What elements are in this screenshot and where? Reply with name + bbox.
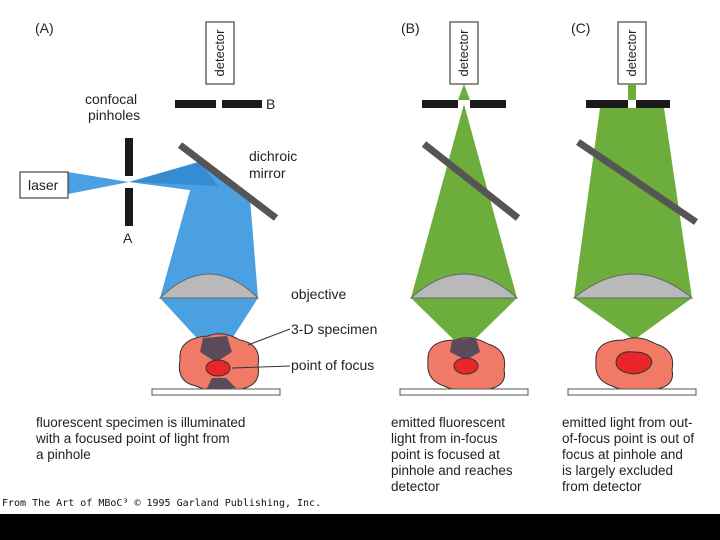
pinhole-plate-b-right [222,100,262,108]
pinhole-plate-a-top [125,138,133,176]
specimen-pointer [247,328,291,346]
caption-b-line-4: pinhole and reaches [391,463,513,478]
caption-c-line-3: focus at pinhole and [562,447,683,462]
pinhole-plate-c-left [586,100,628,108]
caption-a-line-2: with a focused point of light from [35,431,230,446]
focus-pointer [231,365,291,369]
figure-panel: (A) detector B confocal pinholes laser [0,0,720,514]
caption-c-line-1: emitted light from out- [562,415,693,430]
confocal-pinholes-label-1: confocal [85,91,137,107]
caption-b-line-3: point is focused at [391,447,500,462]
detector-box-c [617,21,647,85]
objective-lens-a [158,273,260,299]
caption-b-line-1: emitted fluorescent [391,415,505,430]
pinhole-a-label: A [123,230,133,246]
focus-region-c [615,351,653,375]
slide-c [567,388,697,396]
dichroic-mirror-label-1: dichroic [249,148,297,164]
green-light-converging-c [574,298,692,340]
dichroic-mirror-c [576,139,698,225]
pinhole-plate-a-bottom [125,188,133,226]
pinhole-plate-b-left [175,100,216,108]
pinhole-plate-c-right [636,100,670,108]
caption-b-line-2: light from in-focus [391,431,498,446]
pinhole-plate-b2-left [422,100,458,108]
laser-box [19,171,69,199]
panel-b-label: (B) [401,20,420,36]
caption-b-line-5: detector [391,479,440,494]
caption-c-line-2: of-focus point is out of [562,431,694,446]
pinhole-plate-b2-right [470,100,506,108]
confocal-diagram: (A) detector B confocal pinholes laser [19,20,698,494]
laser-label: laser [28,177,59,193]
pinhole-b-label: B [266,96,275,112]
detector-box-a [205,21,235,85]
objective-lens-c [572,273,694,299]
specimen-cone-bottom-a [206,378,236,390]
focus-point-b [453,357,479,375]
credit-line: From The Art of MBoC³ © 1995 Garland Pub… [2,498,322,509]
green-light-to-detector-b [458,84,470,100]
detector-label-a: detector [212,29,227,77]
slide-b [399,388,529,396]
detector-box-b [449,21,479,85]
dichroic-mirror-b [421,141,521,221]
blue-light-upper [129,162,218,186]
confocal-pinholes-label-2: pinholes [88,107,140,123]
green-light-to-detector-c [628,84,636,100]
blue-light-cone [160,162,258,298]
panel-a-label: (A) [35,20,54,36]
blue-light-converging [160,298,258,348]
specimen-label: 3-D specimen [291,321,377,337]
detector-label-c: detector [624,29,639,77]
dichroic-mirror-label-2: mirror [249,165,286,181]
laser-beam-in [68,172,129,194]
specimen-cone-top-a [200,336,232,362]
focus-point-a [205,359,231,377]
caption-a-line-3: a pinhole [36,447,91,462]
green-light-cone-b [411,104,517,298]
caption-c-line-5: from detector [562,479,642,494]
specimen-cone-top-b [450,338,480,360]
dichroic-mirror-a [177,142,279,221]
caption-a-line-1: fluorescent specimen is illuminated [36,415,245,430]
green-light-cone-c [574,108,692,298]
panel-c-label: (C) [571,20,590,36]
objective-lens-b [409,273,519,299]
caption-c-line-4: is largely excluded [562,463,673,478]
objective-label: objective [291,286,346,302]
slide-a [151,388,281,396]
green-light-converging-b [411,298,517,340]
detector-label-b: detector [456,29,471,77]
focus-label: point of focus [291,357,374,373]
